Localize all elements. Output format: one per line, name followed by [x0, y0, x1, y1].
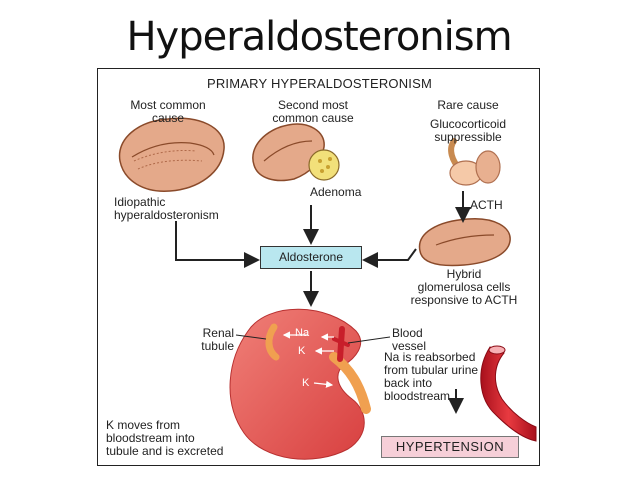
diagram-header: PRIMARY HYPERALDOSTERONISM [206, 76, 433, 91]
idiopathic-gland-illustration [118, 117, 225, 192]
potassium-excreted-note: K moves from bloodstream into tubule and… [106, 418, 224, 458]
sodium-reabsorbed-note: Na is reabsorbed from tubular urine back… [384, 350, 479, 403]
idiopathic-label: Idiopathic hyperaldosteronism [114, 195, 219, 222]
acth-label: ACTH [470, 198, 503, 212]
blood-vessel-illustration [480, 345, 537, 442]
most-common-cause-label: Most common cause [130, 98, 206, 125]
blood-vessel-label: Blood vessel [392, 326, 427, 353]
hypertension-box: HYPERTENSION [381, 436, 519, 458]
diagram-artwork [118, 117, 537, 460]
slide-title: Hyperaldosteronism [126, 14, 512, 60]
adenoma-label: Adenoma [310, 185, 362, 199]
potassium-label-lower: K [302, 377, 310, 389]
renal-tubule-label: Renal tubule [201, 326, 234, 353]
kidney-illustration [229, 308, 391, 460]
hybrid-cells-label: Hybrid glomerulosa cells responsive to A… [410, 267, 518, 307]
idiopathic-arrow [175, 221, 260, 268]
pituitary-illustration [448, 138, 501, 186]
adenoma-gland-illustration [252, 123, 340, 182]
second-cause-label: Second most common cause [272, 98, 354, 125]
potassium-label-upper: K [298, 345, 306, 357]
rare-cause-label: Rare cause [437, 98, 499, 112]
aldosterone-box: Aldosterone [260, 246, 362, 269]
hybrid-arrow [362, 248, 417, 268]
sodium-label: Na [295, 327, 310, 339]
diagram-panel: PRIMARY HYPERALDOSTERONISM Most common c… [97, 68, 540, 466]
rare-cause-detail-label: Glucocorticoid suppressible [429, 117, 507, 144]
hybrid-gland-illustration [418, 218, 511, 267]
